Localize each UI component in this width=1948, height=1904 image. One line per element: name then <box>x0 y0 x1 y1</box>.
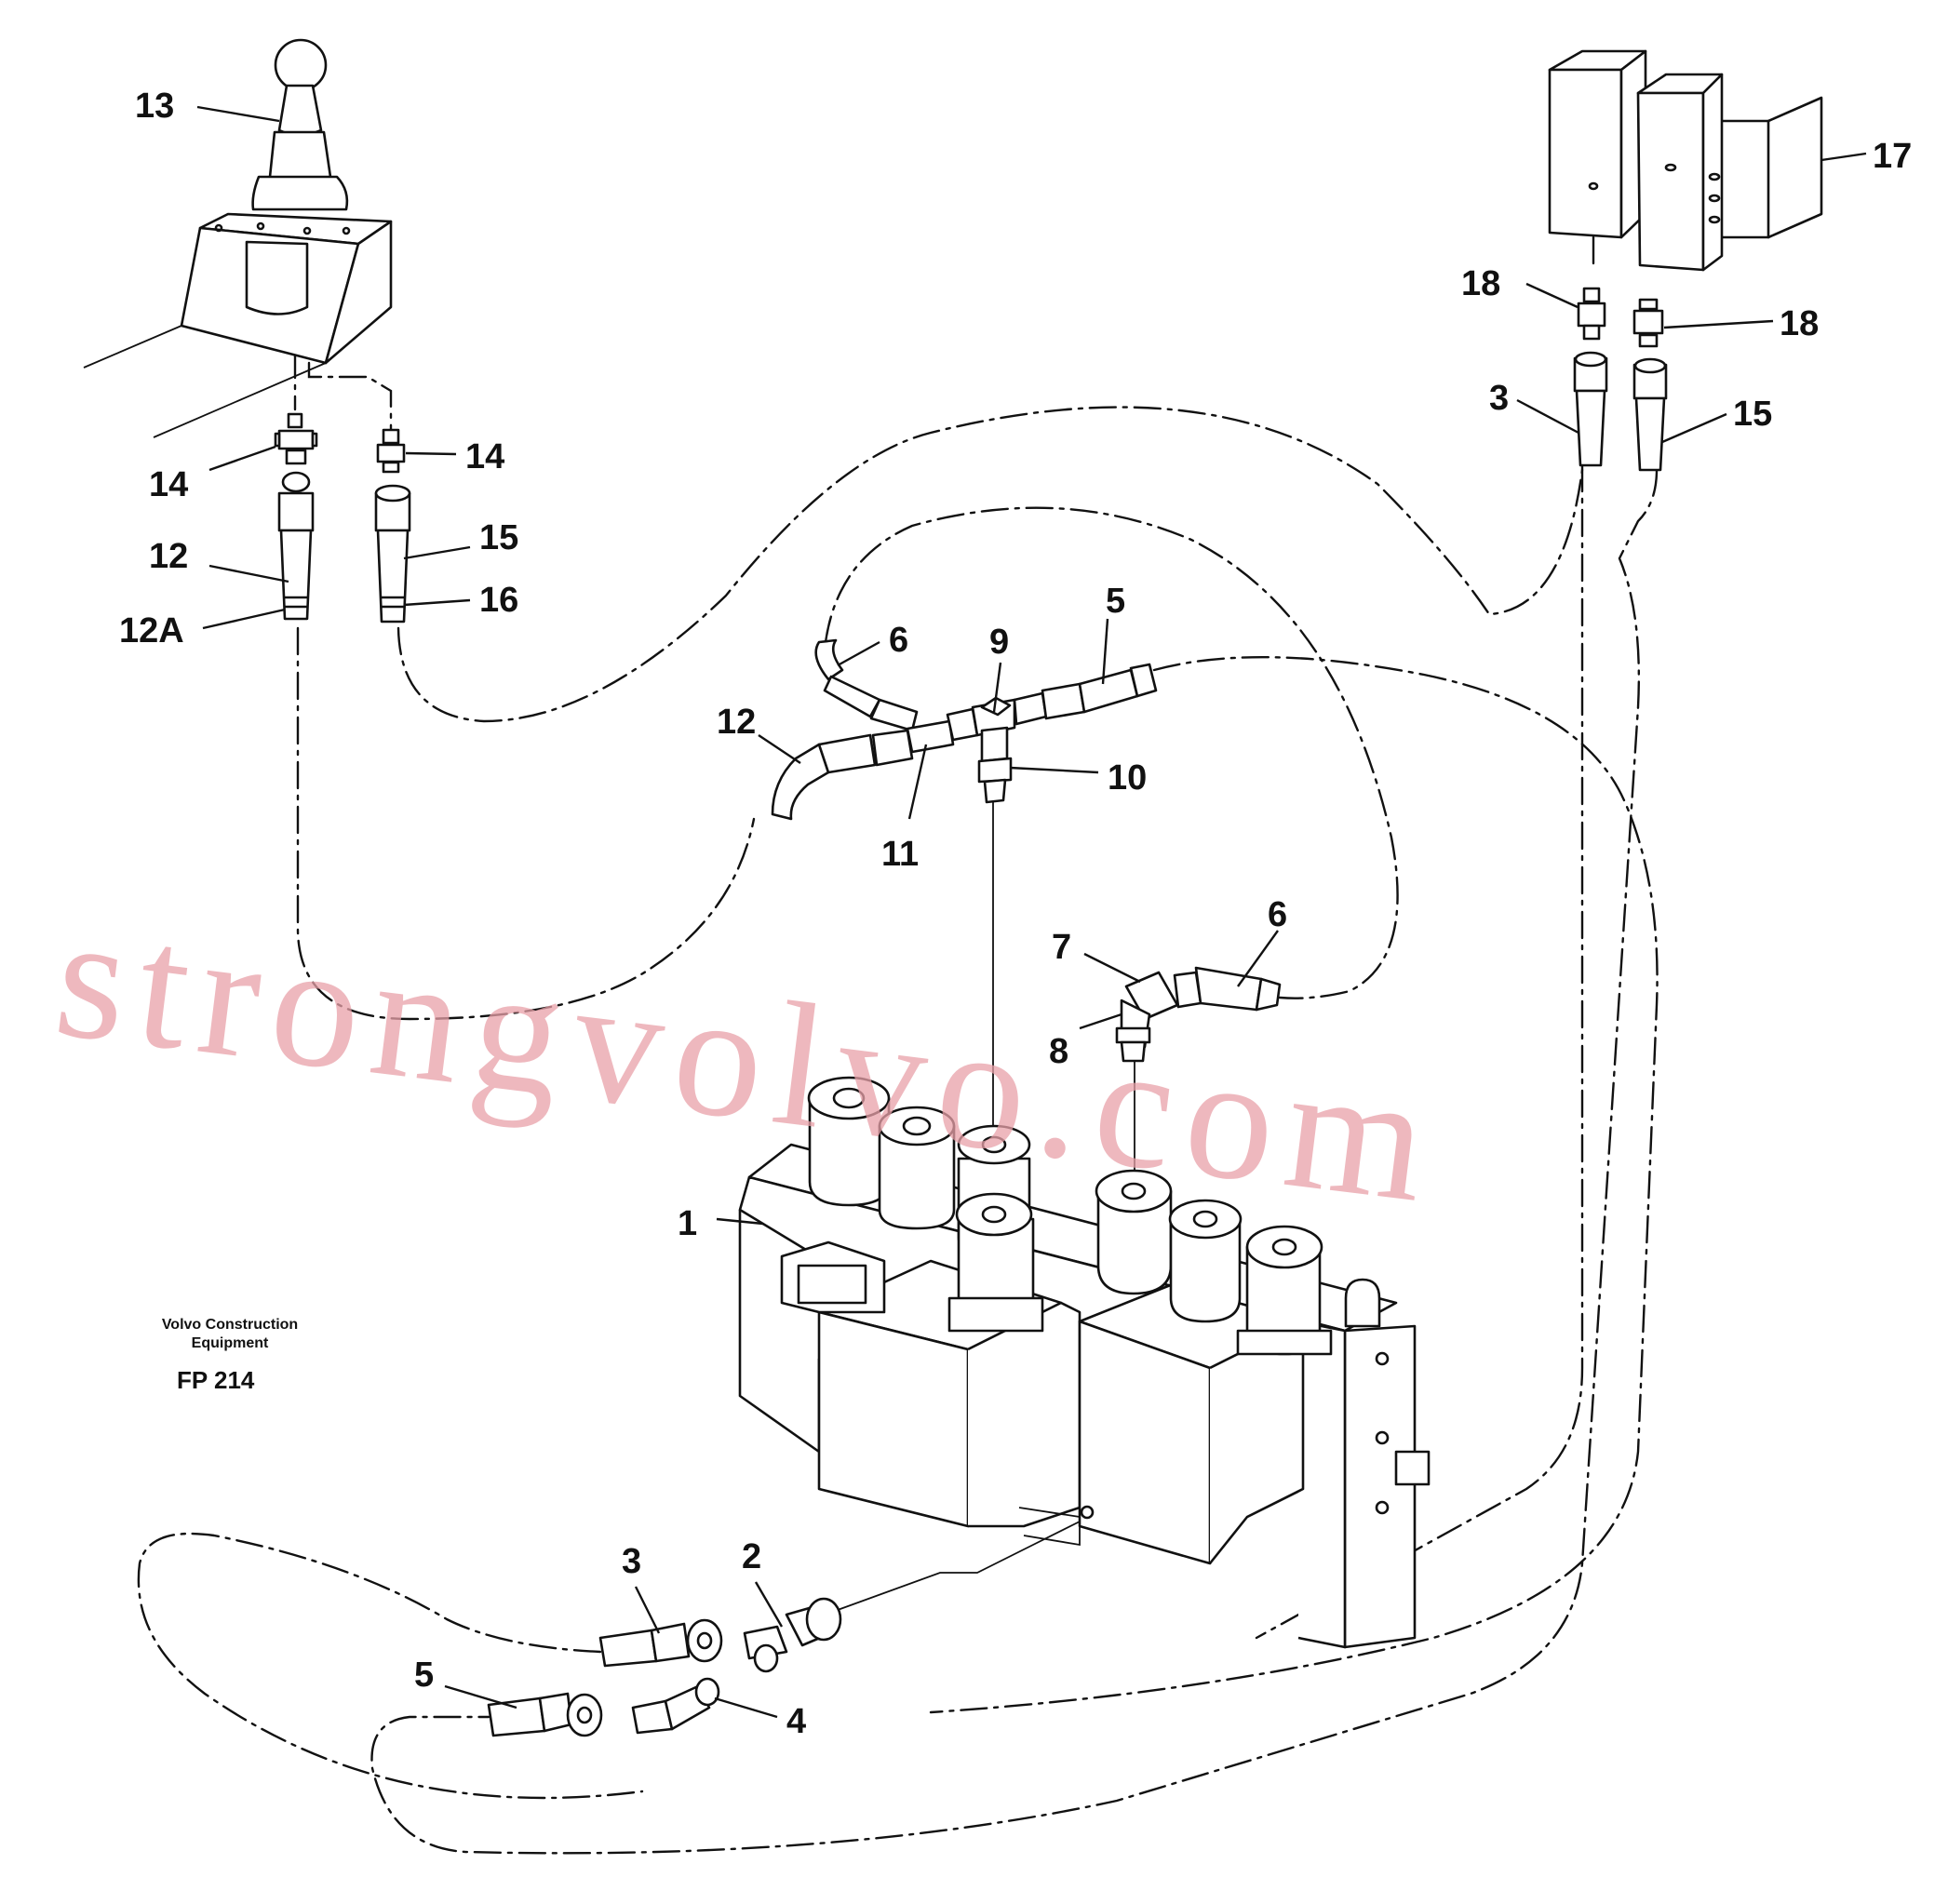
callout-15-left: 15 <box>479 518 518 557</box>
hose-end-12 <box>277 471 315 621</box>
callout-10: 10 <box>1108 758 1147 798</box>
center-fittings <box>771 638 1158 821</box>
hose-routes <box>137 235 1659 1855</box>
solenoid-valve-block-1 <box>738 1076 1431 1649</box>
callout-18-top: 18 <box>1461 264 1500 303</box>
bottom-fittings <box>487 1597 842 1737</box>
callout-17: 17 <box>1873 137 1912 176</box>
leader-lines <box>196 105 1867 1719</box>
callout-14-right: 14 <box>465 437 504 476</box>
figure-code: FP 214 <box>177 1366 255 1394</box>
callout-4: 4 <box>786 1702 806 1741</box>
callout-6-top: 6 <box>889 621 908 660</box>
figure-caption: Volvo Construction Equipment FP 214 <box>162 1317 298 1394</box>
callout-3-top: 3 <box>1489 379 1509 418</box>
callout-12-mid: 12 <box>717 703 756 742</box>
callout-2: 2 <box>742 1537 761 1576</box>
caption-company-line1: Volvo Construction <box>162 1317 298 1333</box>
callout-12a: 12A <box>119 611 184 650</box>
callout-1: 1 <box>678 1204 697 1243</box>
callout-6-mid: 6 <box>1268 895 1287 934</box>
callout-5-bottom: 5 <box>414 1656 434 1695</box>
callout-11: 11 <box>881 835 919 874</box>
fitting-14-left <box>274 412 318 465</box>
caption-company-line2: Equipment <box>192 1335 269 1351</box>
callout-13: 13 <box>135 87 174 126</box>
solenoid-cartridges <box>807 1076 1333 1356</box>
callout-7: 7 <box>1052 928 1071 967</box>
joystick-assembly <box>83 38 393 438</box>
fitting-14-right <box>376 428 406 474</box>
callout-labels: 13 14 14 12 12A 15 16 17 18 18 3 15 5 6 … <box>119 87 1912 1741</box>
hose-end-15-16 <box>374 484 411 623</box>
callout-14-left: 14 <box>149 465 188 504</box>
callout-9: 9 <box>989 623 1009 662</box>
callout-16: 16 <box>479 581 518 620</box>
hose-ends-3-15-right <box>1573 351 1668 472</box>
callout-5-top: 5 <box>1106 582 1125 621</box>
callout-8: 8 <box>1049 1032 1068 1071</box>
callout-12-top: 12 <box>149 537 188 576</box>
callout-18-right: 18 <box>1780 304 1819 343</box>
pilot-valve-block-17 <box>1548 49 1823 272</box>
callout-3-bottom: 3 <box>622 1542 641 1581</box>
fitting-18-pair <box>1577 287 1664 348</box>
callout-15-right: 15 <box>1733 395 1772 434</box>
